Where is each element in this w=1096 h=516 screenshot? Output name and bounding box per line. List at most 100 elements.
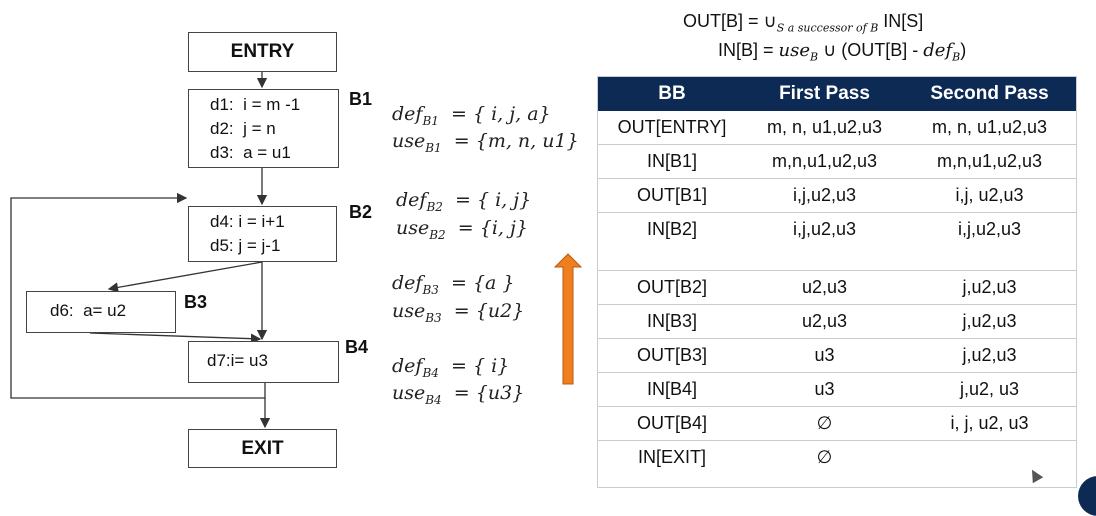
def-b1-sub: B1: [422, 113, 439, 128]
def-b1: defB1 = { i, j, a}: [392, 103, 551, 128]
b3-label: B3: [184, 292, 208, 312]
cell-bb: OUT[B3]: [597, 338, 747, 373]
b1-line-1: d1: i = m -1: [210, 95, 301, 114]
def-b3: defB3 = {a }: [392, 272, 515, 297]
cell-bb: IN[B4]: [597, 372, 747, 407]
table-row: IN[EXIT] ∅: [597, 441, 1077, 475]
cell-bb: IN[B2]: [597, 212, 747, 271]
cell-second-pass: i, j, u2, u3: [902, 406, 1077, 441]
def-b4: defB4 = { i}: [392, 355, 509, 380]
def-b4-name: def: [392, 355, 423, 377]
dataflow-table: BB First Pass Second Pass OUT[ENTRY]m, n…: [597, 76, 1077, 474]
cell-bb: OUT[B1]: [597, 178, 747, 213]
b1-line-2: d2: j = n: [210, 119, 276, 138]
use-b3-sub: B3: [425, 310, 442, 325]
entry-node: ENTRY: [188, 32, 337, 72]
cell-first-pass: u2,u3: [747, 304, 902, 339]
def-b4-value: = { i}: [451, 355, 510, 377]
in-formula-use-sub: B: [810, 50, 819, 64]
in-formula-end: ): [960, 40, 967, 60]
cell-first-pass: ∅: [816, 447, 833, 467]
cell-first-pass: u2,u3: [747, 270, 902, 305]
def-b3-name: def: [392, 272, 423, 294]
exit-label: EXIT: [241, 438, 284, 459]
cell-first-pass: m, n, u1,u2,u3: [747, 111, 902, 145]
cell-second-pass: [902, 441, 1077, 475]
use-b2-sub: B2: [429, 227, 446, 242]
in-formula-def-sub: B: [952, 50, 961, 64]
cell-second-pass: i,j, u2,u3: [902, 178, 1077, 213]
def-b2-name: def: [396, 189, 427, 211]
use-b1-name: use: [392, 130, 426, 152]
use-b3: useB3 = {u2}: [392, 300, 524, 325]
cell-first-pass: i,j,u2,u3: [747, 178, 902, 213]
out-formula-right: IN[S]: [878, 11, 924, 31]
cell-second-pass: i,j,u2,u3: [902, 212, 1077, 271]
use-b1: useB1 = {m, n, u1}: [392, 130, 579, 155]
use-b4-name: use: [392, 382, 426, 404]
out-formula-sub: S a successor of B: [776, 21, 879, 35]
cell-bb: OUT[B2]: [597, 270, 747, 305]
cell-first-pass: u3: [747, 372, 902, 407]
use-b3-name: use: [392, 300, 426, 322]
def-b2-sub: B2: [426, 199, 443, 214]
cell-first-pass: m,n,u1,u2,u3: [747, 144, 902, 179]
in-formula-def: def: [923, 40, 953, 61]
cell-first-pass: ∅: [747, 406, 902, 441]
cell-first-pass: i,j,u2,u3: [747, 212, 902, 271]
edge-b4-b2-back: [10, 192, 266, 399]
use-b4-sub: B4: [425, 392, 442, 407]
cell-bb: OUT[B4]: [597, 406, 747, 441]
cell-first-pass: u3: [747, 338, 902, 373]
entry-label: ENTRY: [230, 41, 295, 62]
in-formula-left: IN[B] =: [718, 40, 779, 60]
cell-bb: IN[EXIT]: [637, 447, 706, 467]
in-formula-use: use: [778, 40, 811, 61]
use-b4-value: = {u3}: [453, 382, 525, 404]
in-formula: IN[B] = useB ∪ (OUT[B] - defB): [718, 40, 966, 64]
use-b1-value: = {m, n, u1}: [453, 130, 579, 152]
def-b3-sub: B3: [422, 282, 439, 297]
header-bb: BB: [597, 76, 747, 111]
cell-second-pass: j,u2,u3: [902, 338, 1077, 373]
edge-b3-b4: [89, 332, 262, 344]
use-b4: useB4 = {u3}: [392, 382, 524, 407]
b2-line-1: d4: i = i+1: [210, 212, 285, 231]
use-b2: useB2 = {i, j}: [396, 217, 528, 242]
out-formula: OUT[B] = ∪S a successor of B IN[S]: [683, 11, 923, 35]
cell-second-pass: j,u2,u3: [902, 270, 1077, 305]
header-second-pass: Second Pass: [902, 76, 1077, 111]
def-b4-sub: B4: [422, 365, 439, 380]
b4-label: B4: [345, 337, 369, 357]
header-first-pass: First Pass: [747, 76, 902, 111]
block-b1: d1: i = m -1 d2: j = n d3: a = u1: [188, 89, 339, 168]
out-formula-left: OUT[B] = ∪: [683, 11, 777, 31]
upward-arrow-icon: [553, 253, 583, 385]
cell-second-pass: j,u2,u3: [902, 304, 1077, 339]
use-b2-name: use: [396, 217, 430, 239]
cell-second-pass: m, n, u1,u2,u3: [902, 111, 1077, 145]
flow-graph-edges: [10, 72, 271, 429]
b1-label: B1: [349, 89, 373, 109]
block-b2: d4: i = i+1 d5: j = j-1: [188, 206, 337, 262]
cell-bb: OUT[ENTRY]: [597, 111, 747, 145]
def-b1-value: = { i, j, a}: [451, 103, 551, 125]
def-b3-value: = {a }: [451, 272, 515, 294]
b1-line-3: d3: a = u1: [210, 143, 291, 162]
b2-line-2: d5: j = j-1: [210, 236, 281, 255]
b4-line-1: d7:i= u3: [207, 351, 268, 370]
cell-second-pass: j,u2, u3: [902, 372, 1077, 407]
table-row: OUT[B4]∅i, j, u2, u3: [597, 406, 1077, 441]
exit-node: EXIT: [188, 429, 337, 468]
def-b1-name: def: [392, 103, 423, 125]
use-b2-value: = {i, j}: [457, 217, 528, 239]
def-b2-value: = { i, j}: [455, 189, 532, 211]
block-b4: d7:i= u3: [188, 341, 339, 383]
